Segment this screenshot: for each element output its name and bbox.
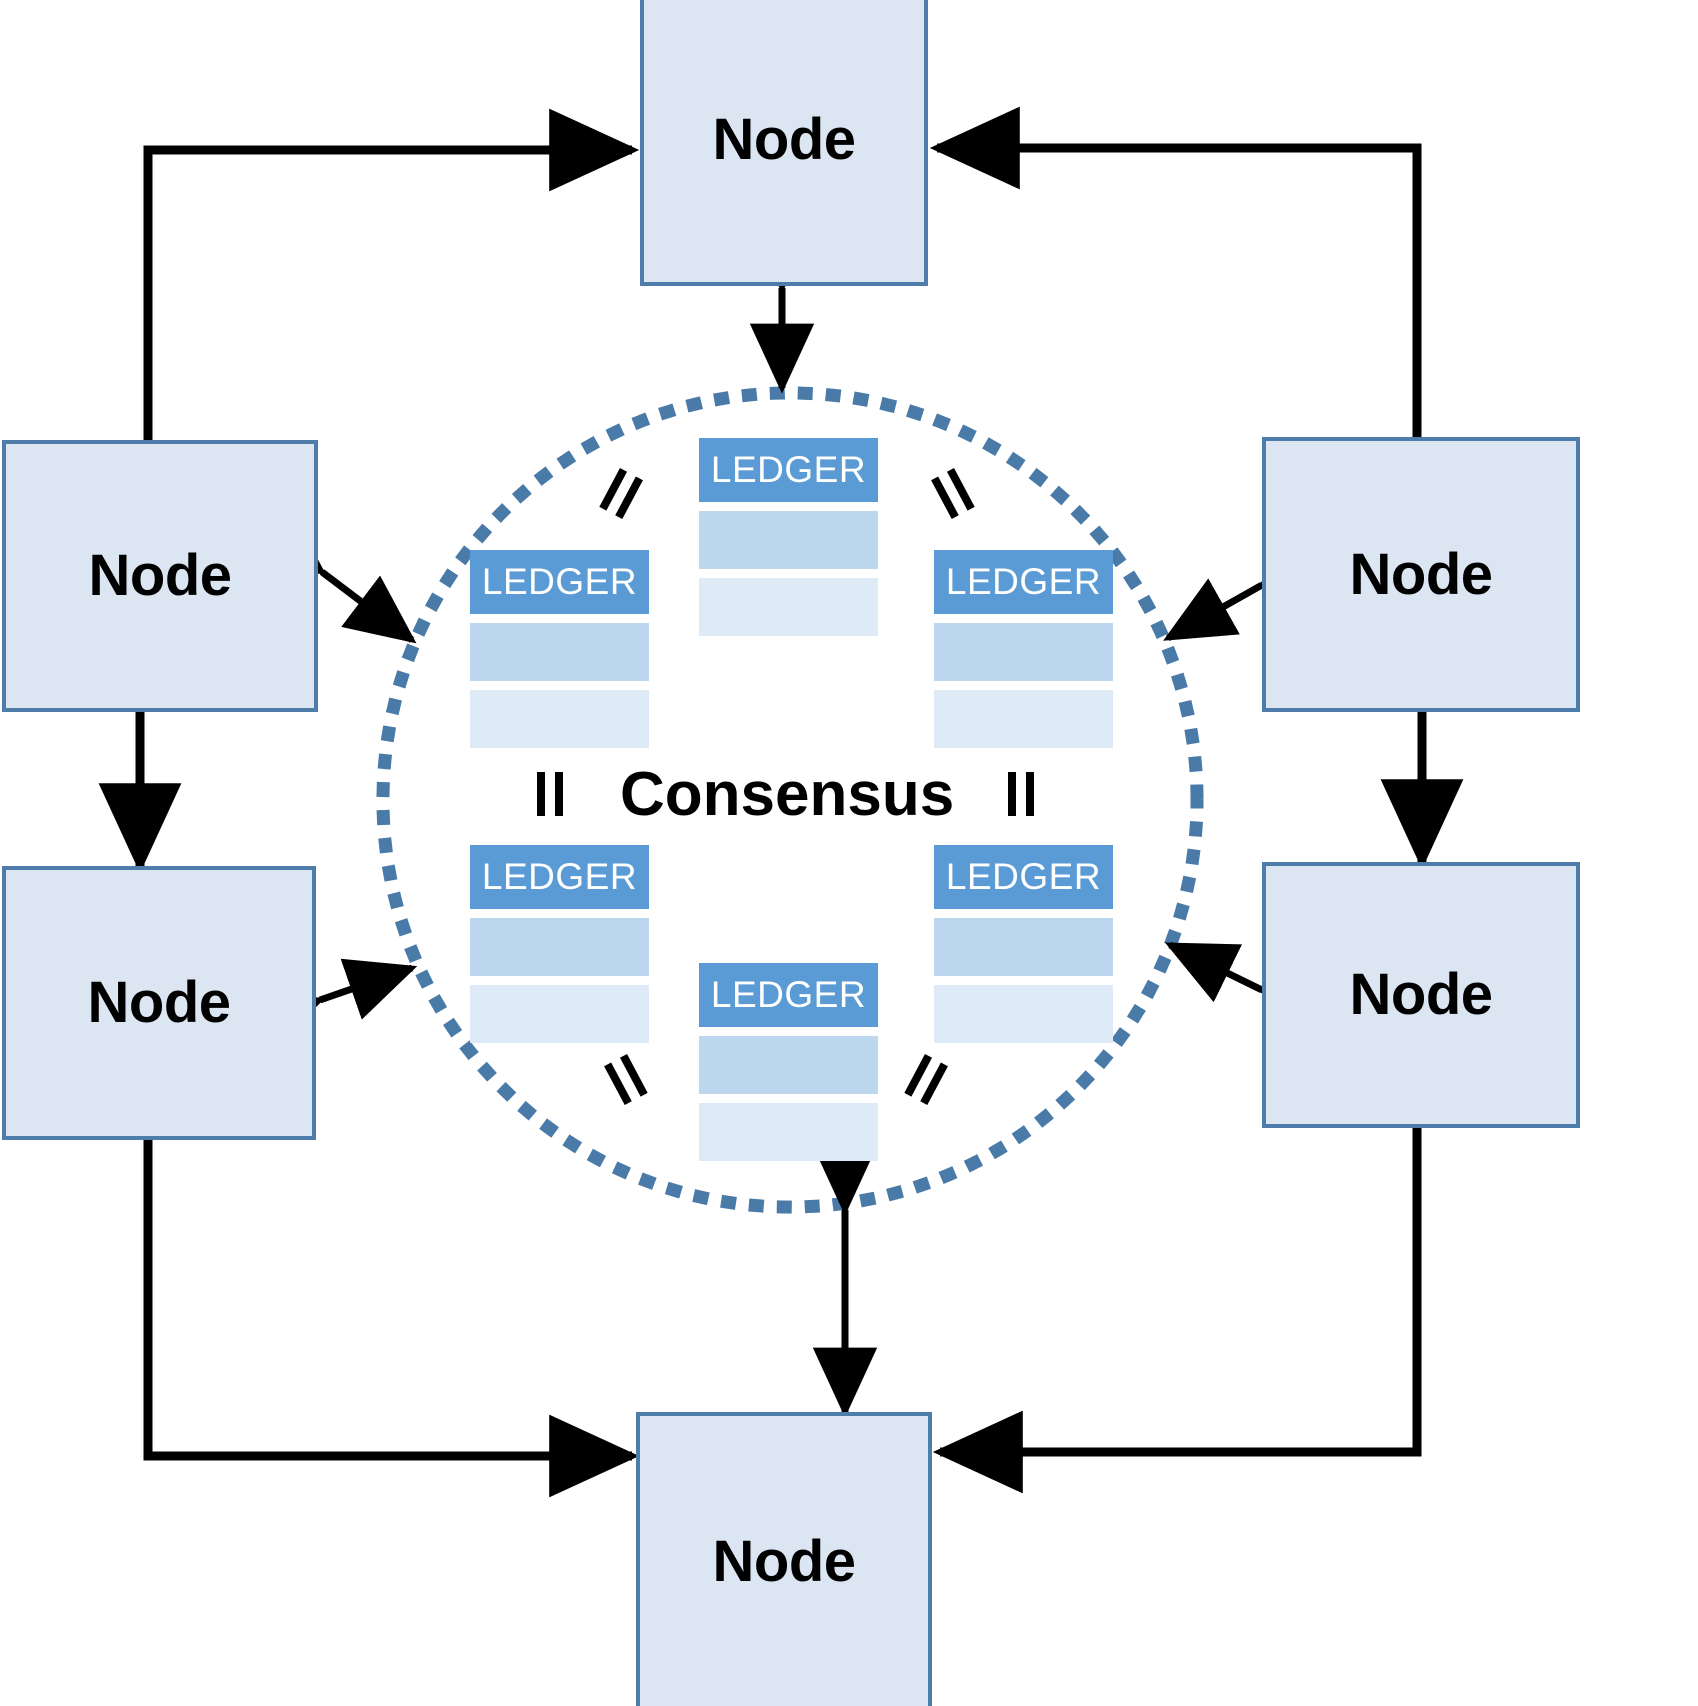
equals-lower-right-icon [899, 1051, 955, 1109]
ledger-header: LEDGER [470, 845, 649, 909]
equals-mid-right-icon [1000, 772, 1040, 816]
ledger-upper-left[interactable]: LEDGER [470, 550, 649, 748]
ledger-header: LEDGER [699, 963, 878, 1027]
node-label: Node [712, 107, 857, 172]
ledger-row [470, 918, 649, 976]
node-top[interactable]: Node [640, 0, 928, 286]
ledger-row [934, 918, 1113, 976]
equals-lower-left-icon [597, 1051, 653, 1109]
ledger-row [934, 623, 1113, 681]
node-left-upper[interactable]: Node [2, 440, 318, 712]
node-label: Node [712, 1529, 857, 1594]
consensus-label: Consensus [620, 760, 955, 829]
equals-upper-left-icon [594, 465, 650, 523]
node-bottom[interactable]: Node [636, 1412, 932, 1706]
ledger-row [470, 985, 649, 1043]
ledger-header: LEDGER [934, 845, 1113, 909]
ledger-lower-right[interactable]: LEDGER [934, 845, 1113, 1043]
node-label: Node [87, 970, 232, 1035]
ledger-row [470, 623, 649, 681]
node-right-upper[interactable]: Node [1262, 437, 1580, 712]
ledger-row [699, 1036, 878, 1094]
ledger-upper-right[interactable]: LEDGER [934, 550, 1113, 748]
equals-mid-left-icon [529, 772, 569, 816]
node-label: Node [88, 543, 233, 608]
node-left-lower[interactable]: Node [2, 866, 316, 1140]
ledger-row [470, 690, 649, 748]
ledger-row [699, 511, 878, 569]
equals-upper-right-icon [924, 465, 980, 523]
node-label: Node [1349, 962, 1494, 1027]
ledger-row [699, 578, 878, 636]
ledger-header: LEDGER [470, 550, 649, 614]
node-right-lower[interactable]: Node [1262, 862, 1580, 1128]
ledger-row [934, 985, 1113, 1043]
ledger-bottom-center[interactable]: LEDGER [699, 963, 878, 1161]
node-label: Node [1349, 541, 1494, 607]
ledger-header: LEDGER [699, 438, 878, 502]
ledger-lower-left[interactable]: LEDGER [470, 845, 649, 1043]
ledger-header: LEDGER [934, 550, 1113, 614]
ledger-row [699, 1103, 878, 1161]
ledger-row [934, 690, 1113, 748]
ledger-top-center[interactable]: LEDGER [699, 438, 878, 636]
